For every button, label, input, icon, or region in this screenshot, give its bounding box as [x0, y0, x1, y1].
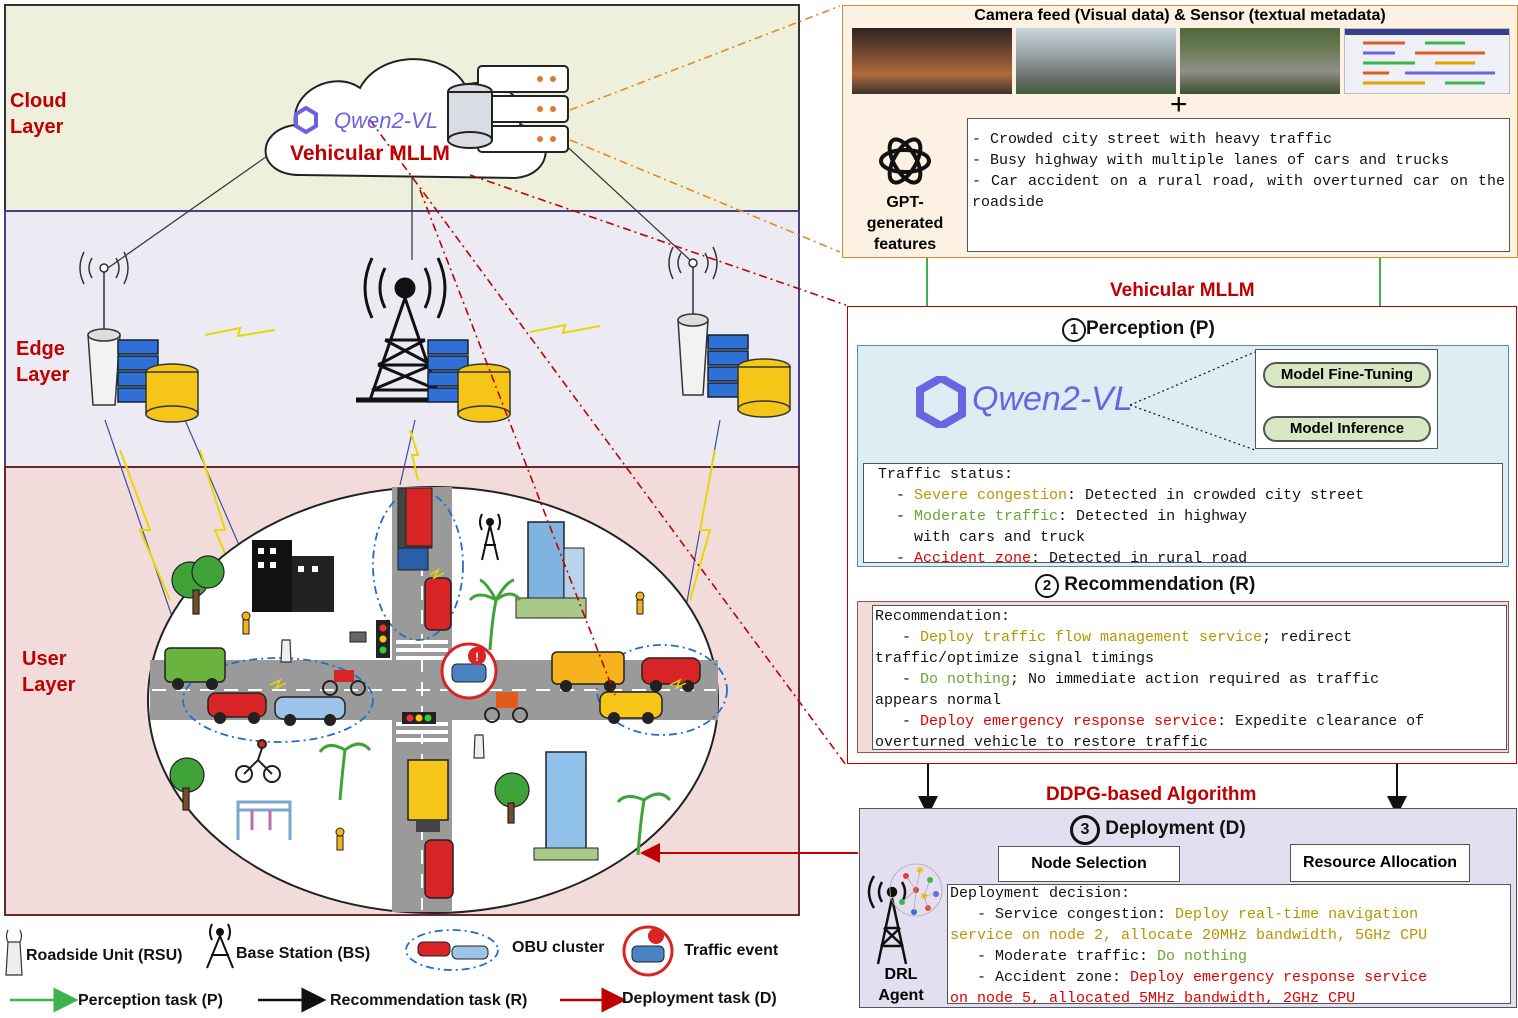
- taxi-icon: [599, 691, 663, 724]
- recommendation-header: Recommendation:: [875, 608, 1011, 625]
- recommendation-title: Recommendation (R): [1064, 574, 1256, 595]
- recommendation-box: Recommendation: - Deploy traffic flow ma…: [872, 605, 1507, 750]
- red-car-icon: [207, 692, 267, 724]
- building-dark-icon: [252, 540, 334, 612]
- node-selection-box: Node Selection: [998, 846, 1180, 882]
- red-car-vertical-icon: [424, 577, 452, 631]
- camera-photo-city: [852, 28, 1012, 94]
- digger-icon: [407, 759, 449, 832]
- camera-photo-metadata: [1344, 28, 1510, 94]
- blue-car-icon: [274, 696, 346, 726]
- legend-deployment-label: Deployment task (D): [622, 990, 777, 1007]
- traffic-status-box: Traffic status: - Severe congestion: Det…: [863, 463, 1503, 563]
- user-layer-label: User Layer: [22, 648, 76, 696]
- bus-icon: [164, 647, 226, 690]
- recommendation-item-emergency: - Deploy emergency response service: Exp…: [875, 713, 1425, 750]
- legend-rsu-icon: [5, 929, 23, 976]
- recommendation-item-nothing: - Do nothing; No immediate action requir…: [875, 671, 1380, 709]
- svg-text:!: !: [475, 650, 479, 664]
- bs-center-server-icon: [427, 339, 511, 423]
- legend-obu-label: OBU cluster: [512, 939, 605, 956]
- cloud-mllm-label: Vehicular MLLM: [290, 142, 450, 165]
- legend-bs-label: Base Station (BS): [236, 945, 371, 962]
- drl-agent-label: DRL Agent: [878, 966, 924, 1004]
- model-fine-tuning-pill: Model Fine-Tuning: [1263, 362, 1431, 388]
- deployment-item-moderate: - Moderate traffic: Do nothing: [950, 948, 1248, 965]
- traffic-light-icon: [376, 620, 390, 658]
- red-car-bottom-icon: [424, 839, 454, 899]
- rsu-left-server-icon: [117, 339, 199, 423]
- pedestrian-icon: [241, 591, 645, 851]
- edge-layer-label: Edge Layer: [16, 338, 70, 386]
- tree-icon: [169, 555, 530, 824]
- camera-feed-title: Camera feed (Visual data) & Sensor (text…: [974, 7, 1386, 24]
- status-item-moderate: - Moderate traffic: Detected in highway …: [878, 508, 1248, 546]
- perception-number: 1: [1062, 318, 1086, 342]
- qwen-large-label: Qwen2-VL: [972, 380, 1133, 418]
- mllm-title: Vehicular MLLM: [1110, 280, 1255, 301]
- cyclist-icon: [235, 739, 281, 783]
- camera-photo-accident: [1180, 28, 1340, 94]
- qwen-logo-icon: [294, 105, 318, 135]
- status-item-accident: - Accident zone: Detected in rural road: [878, 550, 1248, 563]
- motorbike-icon: [322, 670, 366, 696]
- gpt-logo-icon: [879, 137, 931, 185]
- cloud-qwen-label: Qwen2-VL: [334, 108, 438, 133]
- traffic-event-icon: !: [440, 642, 498, 700]
- deployment-step-title: 3 Deployment (D): [1070, 815, 1246, 845]
- traffic-status-header: Traffic status:: [878, 466, 1014, 483]
- camera-icon: [349, 631, 367, 643]
- cloud-layer-label: Cloud Layer: [10, 90, 67, 138]
- rsu-small-icon: [280, 639, 485, 759]
- recommendation-step-title: 2 Recommendation (R): [1035, 574, 1255, 598]
- legend-traffic-event-icon: [622, 925, 674, 977]
- palm-tree-icon: [318, 578, 672, 856]
- recommendation-item-flow: - Deploy traffic flow management service…: [875, 629, 1353, 667]
- gpt-feature-3: - Car accident on a rural road, with ove…: [972, 173, 1505, 211]
- deployment-item-accident: - Accident zone: Deploy emergency respon…: [950, 969, 1428, 1004]
- plus-sign: +: [1170, 88, 1188, 121]
- rsu-right-icon: [668, 246, 718, 396]
- gpt-feature-1: - Crowded city street with heavy traffic: [972, 131, 1333, 148]
- legend-bs-icon: [206, 923, 234, 969]
- drl-agent-icon: [867, 863, 943, 965]
- cloud-server-icon: [447, 65, 569, 153]
- gpt-label: GPT- generated features: [866, 194, 944, 253]
- city-scene: !: [147, 486, 728, 914]
- perception-title: Perception (P): [1086, 318, 1215, 339]
- status-item-severe: - Severe congestion: Detected in crowded…: [878, 487, 1365, 504]
- legend-rsu-label: Roadside Unit (RSU): [26, 947, 183, 964]
- rsu-right-server-icon: [707, 334, 791, 418]
- recommendation-number: 2: [1035, 574, 1059, 598]
- legend-event-label: Traffic event: [684, 942, 779, 959]
- qwen-large-logo-icon: [916, 376, 966, 428]
- school-bus-icon: [551, 651, 625, 692]
- legend-perception-label: Perception task (P): [78, 992, 223, 1009]
- building-tall-icon: [533, 751, 599, 861]
- rsu-left-icon: [79, 251, 129, 406]
- deployment-item-congestion: - Service congestion: Deploy real-time n…: [950, 906, 1428, 944]
- traffic-light-horizontal-icon: [402, 712, 436, 724]
- deployment-title: Deployment (D): [1105, 818, 1246, 839]
- deployment-number: 3: [1070, 815, 1100, 845]
- scooter-icon: [484, 692, 528, 723]
- deployment-decision-box: Deployment decision: - Service congestio…: [947, 884, 1511, 1004]
- deployment-header: Deployment decision:: [950, 885, 1131, 902]
- model-inference-pill: Model Inference: [1263, 416, 1431, 442]
- camera-photo-highway: [1016, 28, 1176, 94]
- car-top-icon: [397, 547, 429, 571]
- gpt-feature-2: - Busy highway with multiple lanes of ca…: [972, 152, 1450, 169]
- truck-top-icon: [397, 487, 433, 549]
- legend-obu-icon: [405, 929, 499, 971]
- resource-allocation-box: Resource Allocation: [1290, 844, 1470, 882]
- gpt-features-box: - Crowded city street with heavy traffic…: [967, 118, 1510, 252]
- ddpg-title: DDPG-based Algorithm: [1046, 784, 1257, 805]
- small-bs-icon: [479, 513, 501, 561]
- bs-center-icon: [356, 257, 454, 403]
- playground-icon: [236, 800, 292, 840]
- qwen-connector: [1130, 351, 1256, 451]
- legend-recommendation-label: Recommendation task (R): [330, 992, 528, 1009]
